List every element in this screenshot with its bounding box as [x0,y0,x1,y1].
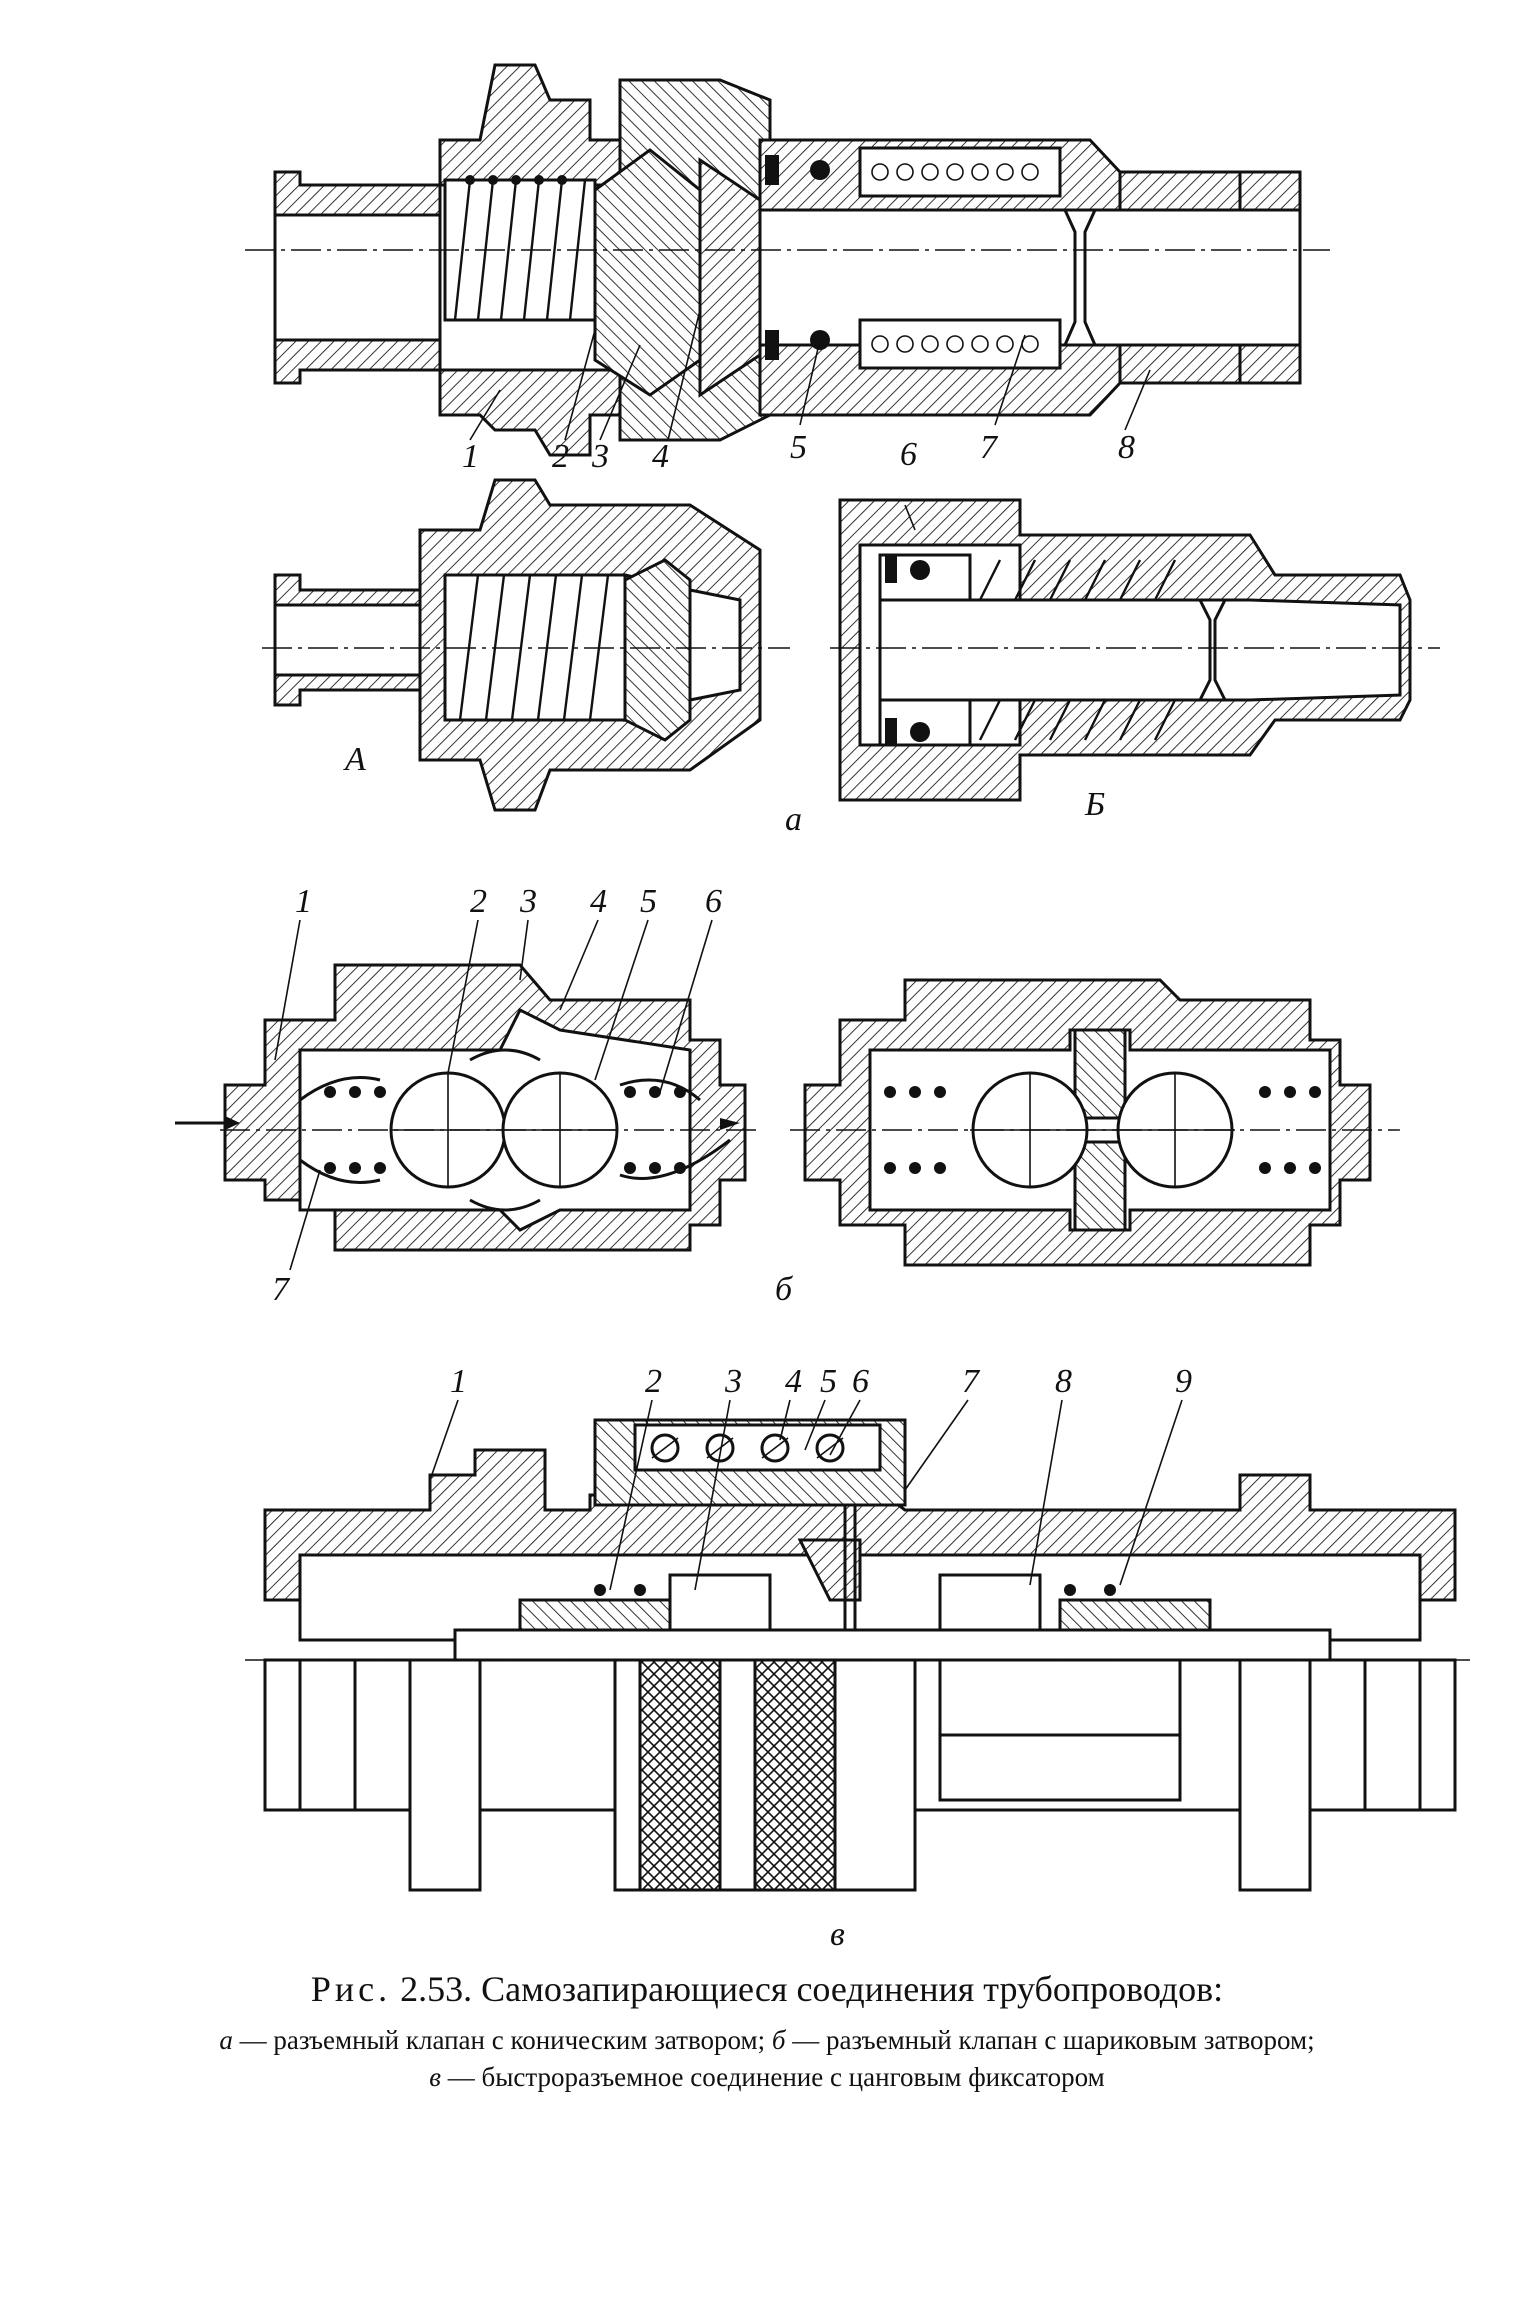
caption-letter-b: б [771,2025,786,2055]
panel-a-assembled [245,63,1330,457]
panel-a-half-right [830,498,1440,802]
spring-a-right [978,559,1177,741]
label-c-2: 2 [645,1363,662,1400]
panel-letter-a: а [785,801,802,838]
panel-c-coupling [245,1399,1470,1892]
label-a-7: 7 [980,429,999,466]
label-c-7: 7 [962,1363,981,1400]
spring-b-right [884,1086,1321,1174]
caption-letter-a: а [219,2025,233,2055]
label-half-a: А [343,741,366,778]
label-c-1: 1 [450,1363,467,1400]
label-a-2: 2 [552,438,569,475]
label-b-3: 3 [519,883,537,920]
label-a-1: 1 [462,438,479,475]
spring-c-sleeve [650,1433,845,1463]
panel-a-half-labels: А Б 6 а [343,436,1105,838]
label-c-5: 5 [820,1363,837,1400]
panel-a-part-labels: 1 2 3 4 5 7 8 [462,429,1135,475]
label-b-5: 5 [640,883,657,920]
figure-drawings: 1 2 3 4 5 7 8 [175,63,1470,1953]
caption-title-text: 2.53. Самозапирающиеся соединения трубоп… [400,1969,1224,2009]
label-c-3: 3 [724,1363,742,1400]
label-b-6: 6 [705,883,722,920]
panel-b-part-labels: 1 2 3 4 5 6 7 б [272,883,794,1308]
panel-b-closed [790,978,1400,1267]
figure-caption-line-2: в — быстроразъемное соединение с цанговы… [0,2062,1534,2093]
figure-caption-title: Рис. 2.53. Самозапирающиеся соединения т… [0,1968,1534,2010]
panel-letter-c: в [830,1916,845,1953]
caption-prefix: Рис. [310,1969,392,2009]
label-b-1: 1 [295,883,312,920]
panel-b-open [175,919,760,1271]
flow-arrows [175,1048,740,1212]
label-a-6: 6 [900,436,917,473]
label-c-8: 8 [1055,1363,1072,1400]
label-a-4: 4 [652,438,669,475]
label-a-8: 8 [1118,429,1135,466]
label-c-6: 6 [852,1363,869,1400]
figure-caption-line-1: а — разъемный клапан с коническим затвор… [0,2025,1534,2056]
label-b-4: 4 [590,883,607,920]
label-a-3: 3 [591,438,609,475]
label-a-5: 5 [790,429,807,466]
label-b-2: 2 [470,883,487,920]
spring-b-left [324,1086,686,1174]
label-b-7: 7 [272,1271,291,1308]
label-half-b: Б [1084,786,1105,823]
caption-letter-c: в [429,2062,442,2092]
panel-a-half-left [262,478,790,812]
panel-c-part-labels: 1 2 3 4 5 6 7 8 9 в [450,1363,1192,1953]
label-c-4: 4 [785,1363,802,1400]
label-c-9: 9 [1175,1363,1192,1400]
caption-text-b: — разъемный клапан с шариковым затвором; [785,2025,1315,2055]
caption-text-c: — быстроразъемное соединение с цанговым … [441,2062,1105,2092]
caption-text-a: — разъемный клапан с коническим затвором… [232,2025,772,2055]
panel-letter-b: б [775,1271,794,1308]
spring-right [871,163,1039,353]
